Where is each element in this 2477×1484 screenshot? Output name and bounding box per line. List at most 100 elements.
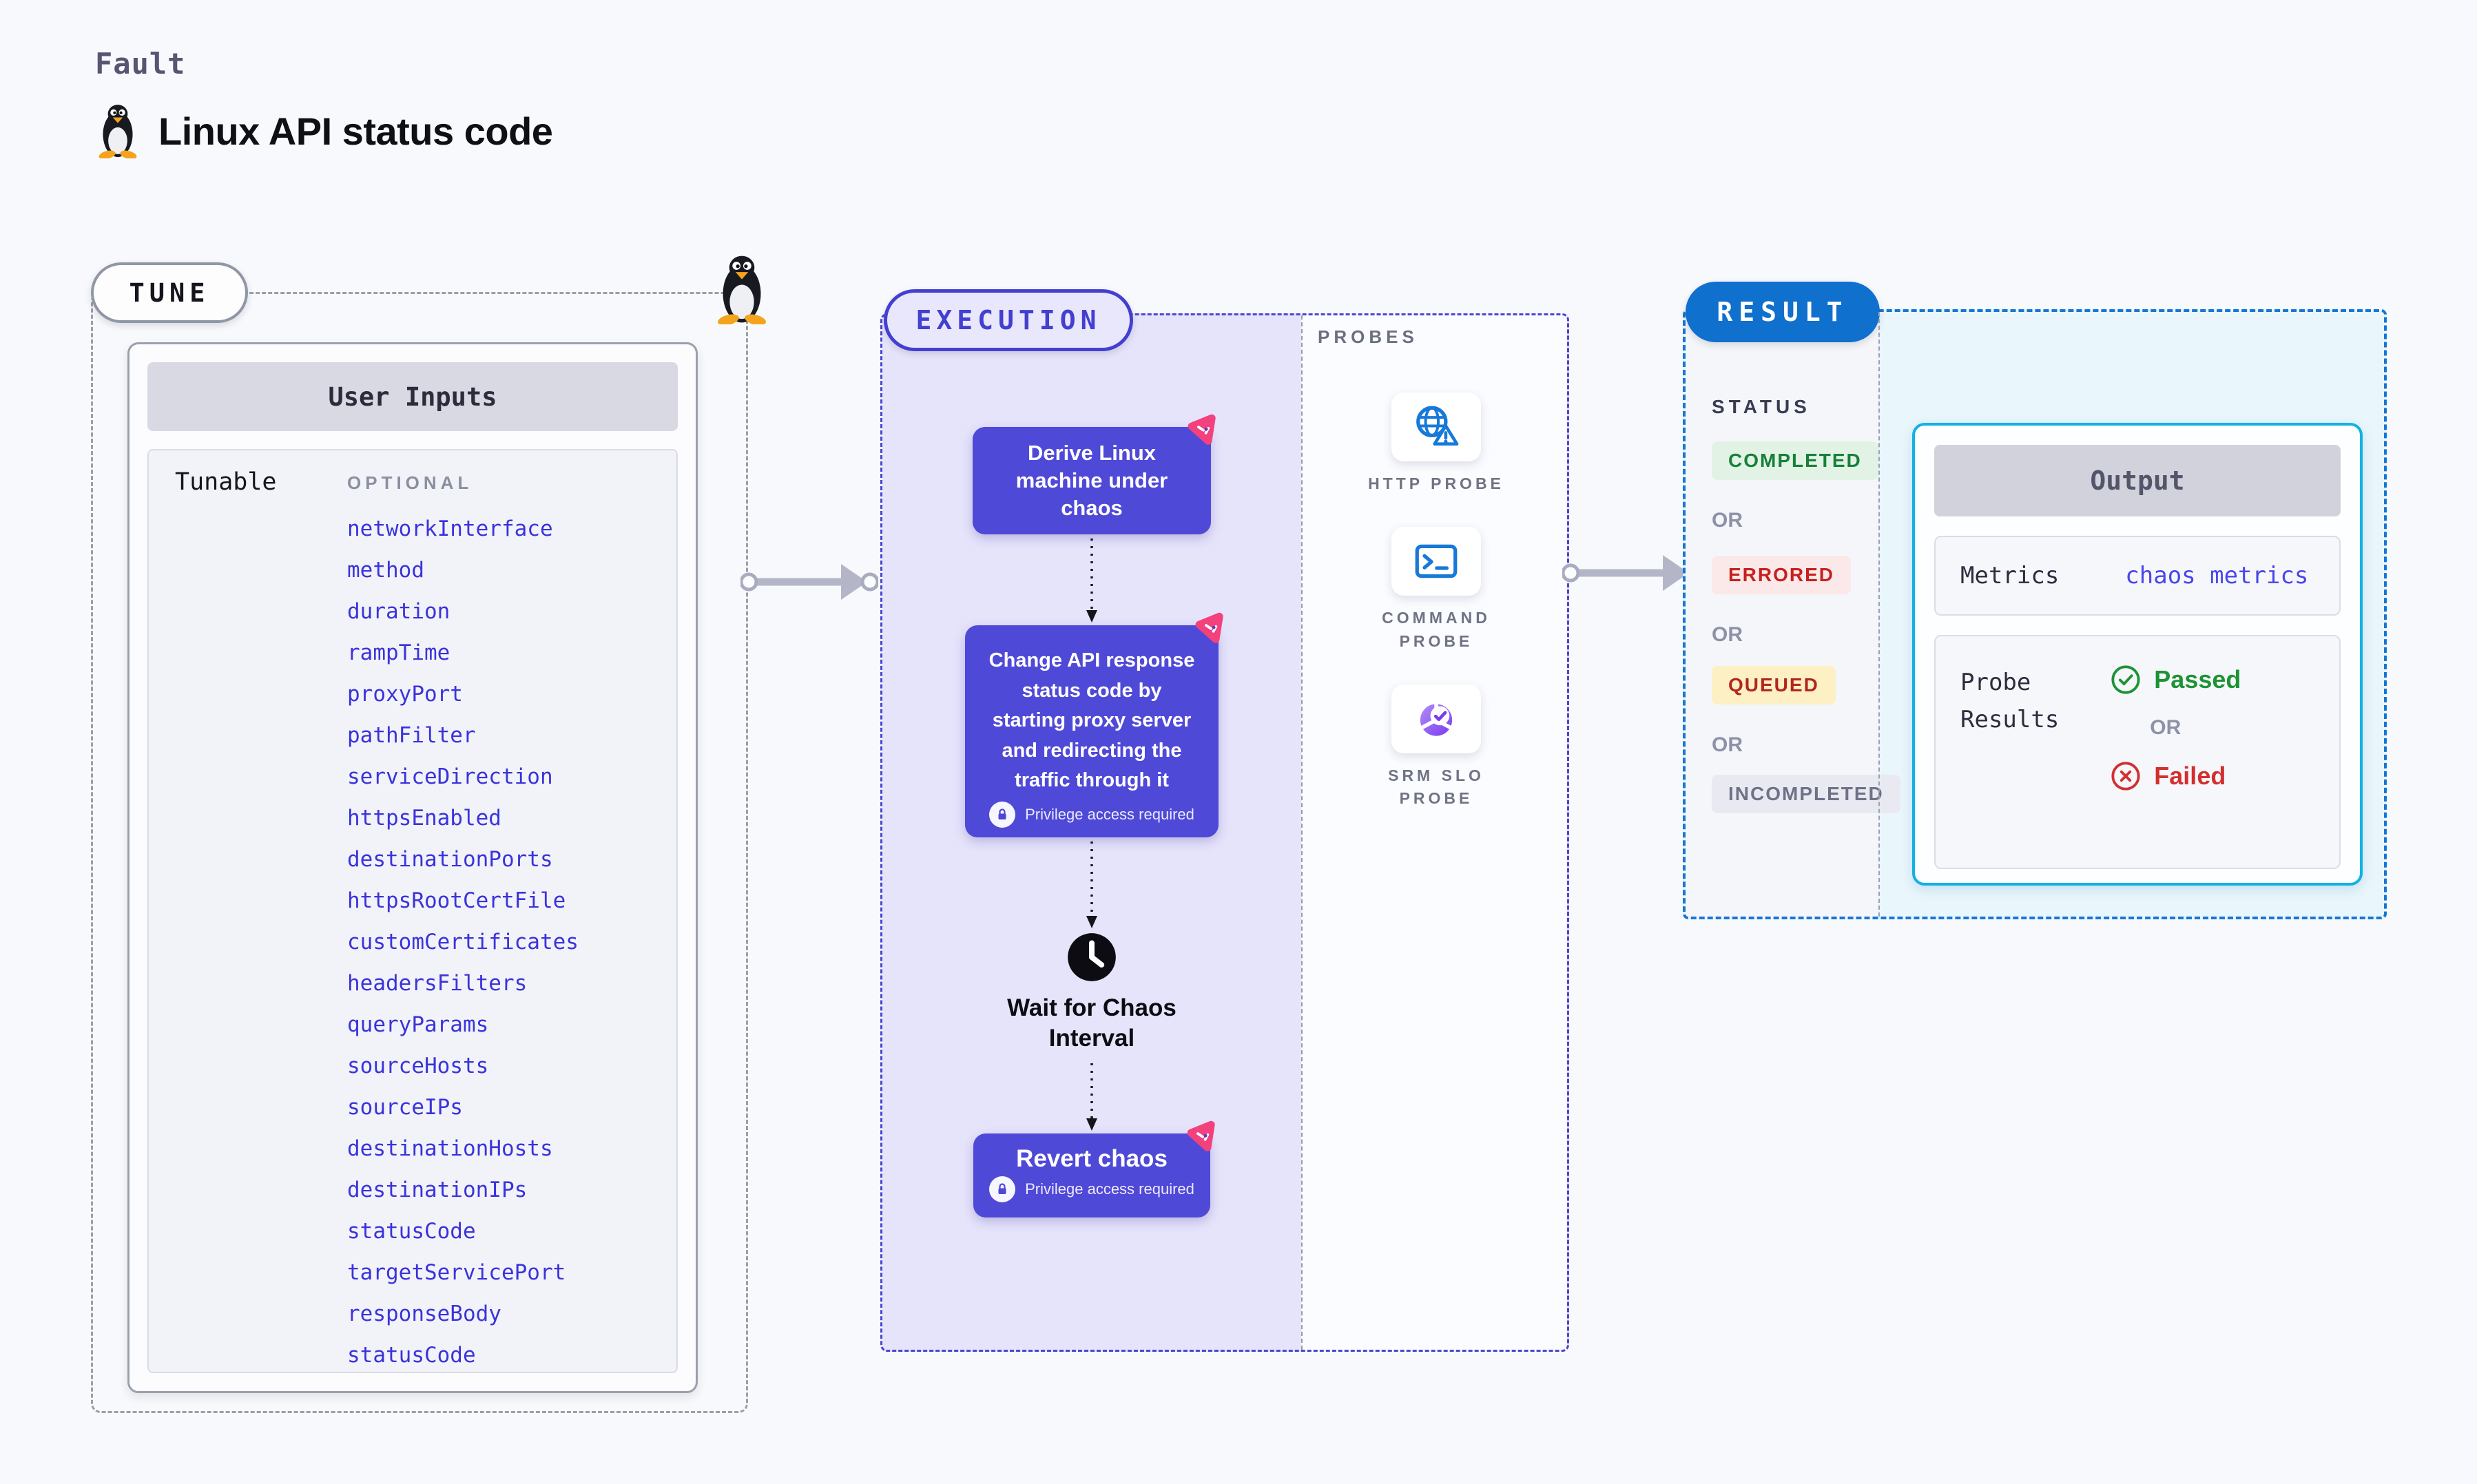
- probe-results-row: Probe Results Passed OR: [1934, 635, 2341, 869]
- tunable-item[interactable]: method: [347, 558, 424, 583]
- tunable-item[interactable]: rampTime: [347, 640, 450, 665]
- tux-penguin-icon: [99, 105, 137, 158]
- probe-stack: HTTP PROBE COMMAND PROBE: [1303, 393, 1570, 811]
- tunable-item[interactable]: pathFilter: [347, 723, 476, 748]
- optional-column-label: OPTIONAL: [347, 472, 473, 493]
- chaos-logo-icon: [1187, 1120, 1215, 1151]
- x-circle-icon: [2111, 762, 2140, 791]
- status-badge-queued: QUEUED: [1712, 666, 1836, 704]
- probe-label: SRM SLO PROBE: [1388, 766, 1484, 808]
- tunable-item[interactable]: destinationHosts: [347, 1136, 553, 1161]
- tune-to-execution-arrow: [740, 564, 878, 600]
- tunable-item[interactable]: statusCode: [347, 1343, 476, 1368]
- or-label: OR: [1712, 623, 1743, 646]
- chaos-logo-icon: [1195, 612, 1223, 643]
- user-inputs-card: User Inputs Tunable OPTIONAL networkInte…: [127, 342, 698, 1393]
- tune-section: TUNE User Inputs Tunable OPTIONAL networ…: [91, 255, 766, 1413]
- tunable-list: networkInterface method duration rampTime pr…: [347, 508, 579, 1376]
- flow-node-label: Revert chaos: [1016, 1145, 1168, 1172]
- check-circle-icon: [2111, 665, 2140, 694]
- tunable-item[interactable]: duration: [347, 599, 450, 624]
- lock-icon: [989, 801, 1016, 828]
- probe-results-label: Probe Results: [1960, 669, 2060, 734]
- tunable-item[interactable]: proxyPort: [347, 682, 463, 707]
- lock-icon: [989, 1176, 1016, 1202]
- flow-arrow-down: [1086, 539, 1097, 623]
- flow-arrow-down: [1086, 842, 1097, 928]
- flow-node-label: Change API response status code by start…: [988, 649, 1195, 791]
- page-title: Linux API status code: [95, 103, 553, 158]
- fault-kicker: Fault: [95, 47, 186, 81]
- probe-srm-slo[interactable]: SRM SLO PROBE: [1388, 684, 1484, 811]
- result-badge: RESULT: [1686, 282, 1880, 342]
- tunable-item[interactable]: destinationPorts: [347, 847, 553, 872]
- or-label: OR: [2150, 716, 2181, 739]
- passed-label: Passed: [2154, 665, 2241, 693]
- tunable-item[interactable]: sourceHosts: [347, 1054, 489, 1078]
- probe-label: HTTP PROBE: [1368, 474, 1504, 492]
- probe-card[interactable]: [1391, 684, 1481, 754]
- http-probe-icon: [1416, 406, 1459, 446]
- privilege-label: Privilege access required: [1025, 805, 1194, 823]
- status-badge-errored: ERRORED: [1712, 556, 1852, 594]
- tune-badge: TUNE: [91, 262, 248, 323]
- tunable-item[interactable]: destinationIPs: [347, 1178, 528, 1202]
- page-title-text: Linux API status code: [158, 109, 553, 153]
- result-section: RESULT STATUS COMPLETED OR ERRORED OR QU…: [1683, 282, 2387, 919]
- probes-title: PROBES: [1318, 326, 1418, 347]
- verdict-failed: Failed: [2110, 760, 2241, 792]
- flow-node-derive-machine: Derive Linux machine under chaos: [973, 414, 1216, 534]
- metrics-value[interactable]: chaos metrics: [2125, 562, 2309, 589]
- tunable-item[interactable]: httpsRootCertFile: [347, 888, 566, 913]
- probe-http[interactable]: HTTP PROBE: [1368, 393, 1504, 495]
- tunable-item[interactable]: networkInterface: [347, 516, 553, 541]
- tunable-item[interactable]: headersFilters: [347, 971, 528, 996]
- probe-card[interactable]: [1391, 527, 1481, 596]
- tunable-item[interactable]: sourceIPs: [347, 1095, 463, 1120]
- tunable-item[interactable]: statusCode: [347, 1219, 476, 1244]
- tunable-item[interactable]: serviceDirection: [347, 764, 553, 789]
- tunable-item[interactable]: customCertificates: [347, 930, 579, 954]
- execution-badge: EXECUTION: [884, 289, 1133, 351]
- user-inputs-header: User Inputs: [147, 362, 678, 431]
- probes-divider: [1301, 315, 1303, 1350]
- verdict-passed: Passed: [2110, 664, 2241, 696]
- probe-command[interactable]: COMMAND PROBE: [1382, 527, 1491, 653]
- tunable-item[interactable]: responseBody: [347, 1302, 501, 1326]
- flow-node-change-status-code: Change API response status code by start…: [965, 612, 1223, 837]
- tux-penguin-icon: [718, 255, 766, 324]
- metrics-row: Metrics chaos metrics: [1934, 536, 2341, 616]
- output-card: Output Metrics chaos metrics Probe Resul…: [1912, 423, 2363, 886]
- command-probe-icon: [1415, 545, 1458, 578]
- wait-for-chaos-label: Wait for Chaos Interval: [1007, 994, 1177, 1052]
- probes-to-result-arrow: [1562, 555, 1700, 591]
- privilege-label: Privilege access required: [1025, 1180, 1194, 1198]
- or-label: OR: [1712, 509, 1743, 532]
- status-column: STATUS COMPLETED OR ERRORED OR QUEUED OR…: [1686, 312, 1900, 813]
- privilege-row: Privilege access required: [983, 801, 1201, 828]
- tunable-item[interactable]: queryParams: [347, 1012, 489, 1037]
- tunable-item[interactable]: httpsEnabled: [347, 806, 501, 830]
- flow-arrow-down: [1086, 1063, 1097, 1131]
- or-label: OR: [1712, 733, 1743, 756]
- status-title: STATUS: [1712, 396, 1811, 417]
- probe-card[interactable]: [1391, 393, 1481, 461]
- execution-flow: Derive Linux machine under chaos Change …: [882, 315, 1301, 1350]
- metrics-label: Metrics: [1960, 562, 2060, 589]
- failed-label: Failed: [2154, 762, 2226, 790]
- status-badge-completed: COMPLETED: [1712, 441, 1878, 480]
- srm-slo-probe-icon: [1419, 702, 1453, 736]
- status-badge-incompleted: INCOMPLETED: [1712, 775, 1900, 813]
- tunables-panel: Tunable OPTIONAL networkInterface method d…: [147, 449, 678, 1373]
- execution-section: EXECUTION Derive Linux machine under cha…: [880, 289, 1570, 1352]
- chaos-logo-icon: [1188, 414, 1216, 445]
- flow-node-revert-chaos: Revert chaos Privilege access required: [973, 1120, 1215, 1217]
- tunable-item[interactable]: targetServicePort: [347, 1260, 566, 1285]
- tunable-row-label: Tunable: [175, 468, 277, 496]
- probes-panel: PROBES HTTP PROBE: [1303, 315, 1570, 1350]
- probe-label: COMMAND PROBE: [1382, 609, 1491, 650]
- status-output-divider: [1878, 312, 1880, 917]
- privilege-row: Privilege access required: [973, 1176, 1210, 1202]
- probe-results-values: Passed OR Failed: [2110, 664, 2241, 868]
- flow-node-label: Derive Linux machine under chaos: [1015, 440, 1168, 521]
